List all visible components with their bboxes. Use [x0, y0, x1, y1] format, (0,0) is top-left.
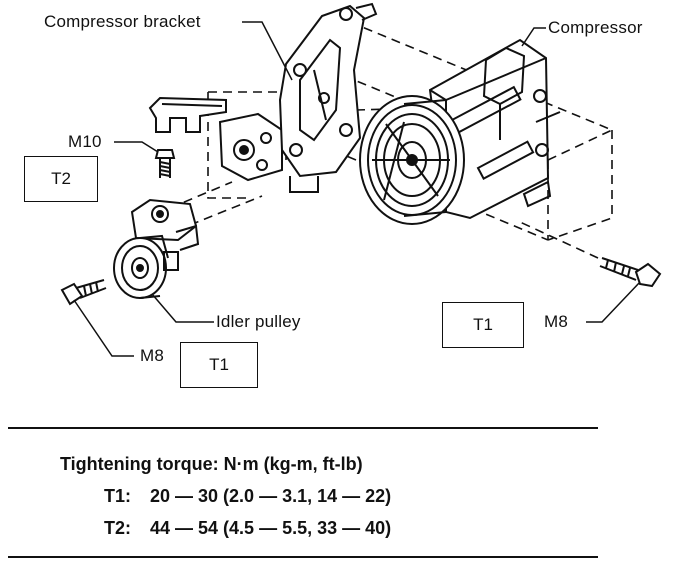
torque-row-t1-value: 20 — 30 (2.0 — 3.1, 14 — 22): [150, 486, 392, 506]
m10-bolt-label: M10: [68, 132, 102, 151]
callout-leaders: [73, 21, 641, 357]
torque-row-t1: T1: 20 — 30 (2.0 — 3.1, 14 — 22): [104, 486, 391, 507]
bracket-mount-block: [218, 112, 283, 182]
compressor-bracket-label: Compressor bracket: [44, 12, 201, 31]
m8-bolt-right-label: M8: [544, 312, 569, 331]
compressor-bracket: [278, 2, 378, 193]
torque-heading: Tightening torque: N·m (kg-m, ft-lb): [60, 454, 363, 474]
idler-pulley-assembly: [113, 198, 200, 299]
m8-bolt-right: [599, 257, 662, 288]
exploded-view-drawing: [60, 2, 662, 357]
torque-box-t1-right: T1: [442, 302, 524, 348]
torque-box-t1-left: T1: [180, 342, 258, 388]
m8-bolt-left: [60, 279, 107, 306]
m10-bolt: [154, 149, 176, 178]
torque-row-t2-key: T2:: [104, 518, 131, 538]
engine-mount-arm: [148, 96, 227, 133]
compressor-label: Compressor: [548, 18, 643, 37]
torque-row-t2: T2: 44 — 54 (4.5 — 5.5, 33 — 40): [104, 518, 391, 539]
idler-pulley-label: Idler pulley: [216, 312, 301, 331]
torque-row-t2-value: 44 — 54 (4.5 — 5.5, 33 — 40): [150, 518, 392, 538]
m8-bolt-left-label: M8: [140, 346, 165, 365]
compressor-clutch-pulley: [359, 95, 465, 225]
spec-top-rule: [8, 427, 598, 429]
torque-row-t1-key: T1:: [104, 486, 131, 506]
torque-box-t2: T2: [24, 156, 98, 202]
spec-bottom-rule: [8, 556, 598, 558]
